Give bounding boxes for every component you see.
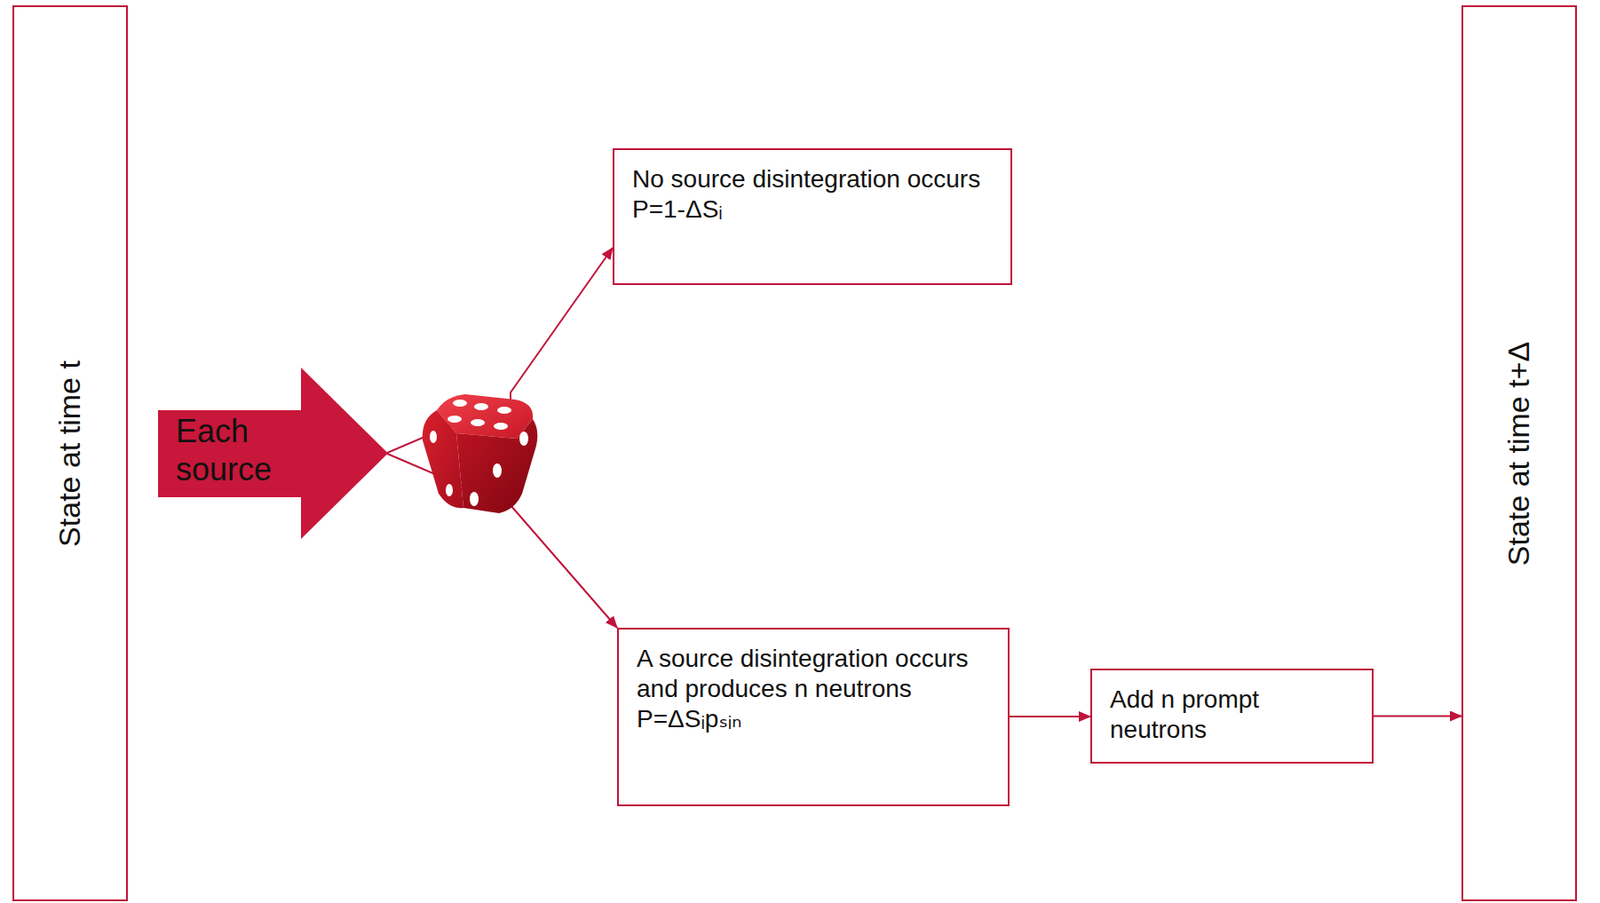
band-label: State at time t+Δ (1500, 340, 1537, 565)
dice-icon (410, 383, 551, 524)
box-text: Each source (175, 411, 318, 489)
connector-arrow (1373, 715, 1462, 718)
probability-text: P=ΔSᵢpₛᵢₙ (636, 704, 991, 735)
outcome-box: A source disintegration occurs and produ… (617, 627, 1010, 807)
box-text: No source disintegration occurs (632, 164, 993, 195)
box-text: A source disintegration occurs and produ… (636, 643, 991, 705)
process-box: Add n prompt neutrons (1090, 668, 1374, 764)
state-band: State at time t (12, 5, 128, 902)
connector-arrow (1009, 715, 1091, 718)
band-label: State at time t (51, 360, 88, 547)
probability-text: P=1-ΔSᵢ (632, 194, 993, 225)
outcome-box: No source disintegration occursP=1-ΔSᵢ (612, 148, 1013, 286)
block-arrow: Each source (158, 367, 389, 539)
state-band: State at time t+Δ (1461, 5, 1577, 902)
box-text: Add n prompt neutrons (1109, 684, 1355, 745)
connector-arrow (386, 247, 613, 454)
